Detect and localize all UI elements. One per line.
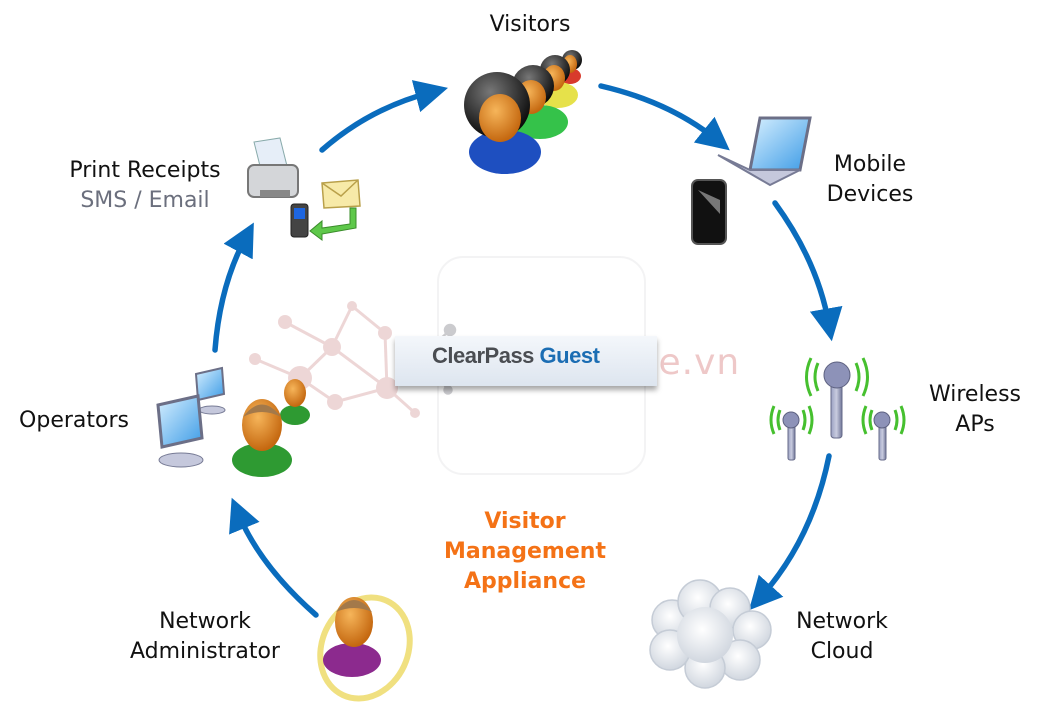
node-label-wireless-aps: Wireless APs: [910, 380, 1040, 440]
center-title-line: Visitor: [484, 509, 566, 534]
network-graph-watermark: [249, 301, 457, 418]
label-line: Visitors: [489, 12, 571, 37]
label-line: Cloud: [810, 639, 874, 664]
center-title-line: Appliance: [463, 569, 587, 594]
label-subline: SMS / Email: [80, 188, 210, 213]
visitors-group-icon: [464, 50, 582, 174]
label-line: Print Receipts: [69, 158, 221, 183]
label-line: Wireless: [928, 382, 1022, 407]
admin-user-icon: [317, 594, 413, 702]
laptop-smartphone-icon: [691, 116, 812, 245]
printer-sms-email-icon: [247, 137, 361, 241]
arrow-aps-to-cloud: [748, 453, 832, 611]
node-label-mobile-devices: Mobile Devices: [800, 150, 940, 210]
clearpass-guest-logo: ClearPass Guest: [432, 341, 600, 371]
cloud-icon: [649, 579, 772, 689]
label-line: Devices: [826, 182, 914, 207]
logo-accent: Guest: [539, 343, 600, 368]
label-line: Administrator: [130, 639, 280, 664]
operators-workstation-icon: [156, 366, 310, 477]
center-title: Visitor Management Appliance: [420, 507, 630, 597]
center-title-line: Management: [444, 539, 606, 564]
node-label-print-receipts: Print Receipts SMS / Email: [50, 156, 240, 216]
label-line: Mobile: [833, 152, 907, 177]
logo-band: [395, 336, 657, 386]
node-label-network-cloud: Network Cloud: [772, 607, 912, 667]
arrow-admin-to-operators: [229, 497, 319, 618]
label-line: Network: [796, 609, 888, 634]
arrow-print-to-visitors: [319, 80, 448, 153]
wireless-antenna-icon: [769, 357, 906, 461]
logo-primary: ClearPass: [432, 343, 534, 368]
node-label-visitors: Visitors: [460, 10, 600, 40]
label-line: APs: [955, 412, 995, 437]
arrow-visitors-to-mobile: [598, 83, 730, 151]
arrow-mobile-to-aps: [772, 200, 843, 342]
node-label-network-administrator: Network Administrator: [110, 607, 300, 667]
node-label-operators: Operators: [4, 406, 144, 436]
arrow-operators-to-print: [212, 222, 254, 353]
label-line: Network: [159, 609, 251, 634]
label-line: Operators: [19, 408, 129, 433]
